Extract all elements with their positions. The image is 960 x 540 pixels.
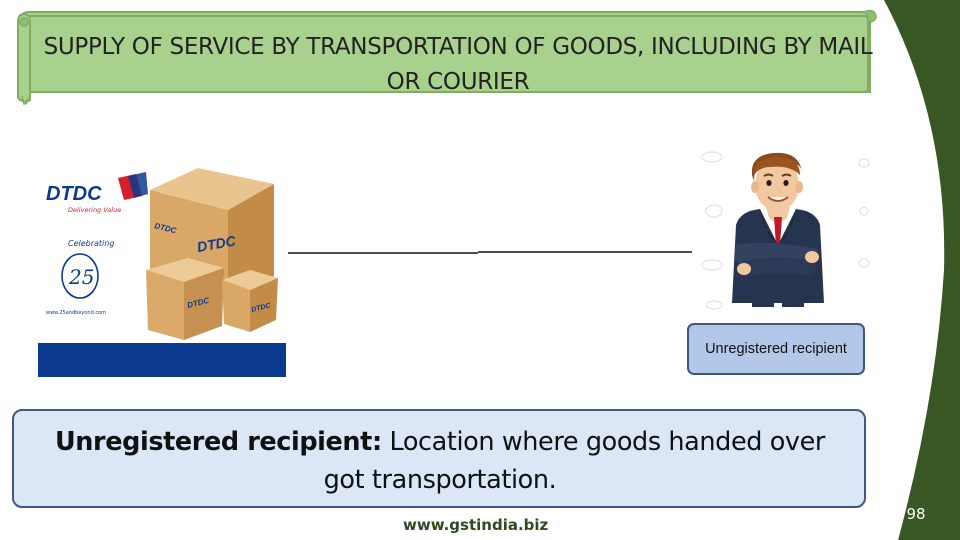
businessman-image: [700, 145, 870, 310]
title-banner: SUPPLY OF SERVICE BY TRANSPORTATION OF G…: [12, 8, 880, 106]
badge-years: 25: [68, 265, 94, 289]
dtdc-logo-text: DTDC: [46, 183, 102, 205]
info-text: Location where goods handed over got tra…: [323, 427, 826, 495]
recipient-label: Unregistered recipient: [705, 341, 847, 357]
anniversary-badge: 25: [61, 253, 99, 299]
info-term: Unregistered recipient:: [55, 427, 382, 457]
dtdc-logo: DTDC Delivering Value: [46, 172, 148, 214]
svg-text:DTDC: DTDC: [251, 302, 272, 314]
medium-box: DTDC: [146, 258, 224, 340]
celebrating-text: Celebrating: [68, 239, 114, 248]
scroll-banner-shape: [16, 9, 877, 105]
slide-title: SUPPLY OF SERVICE BY TRANSPORTATION OF G…: [43, 34, 873, 95]
transport-connector-line: [288, 251, 692, 254]
website-footer: www.gstindia.biz: [403, 516, 549, 534]
dtdc-boxes-image: DTDC Delivering Value Celebrating 25 www…: [38, 150, 286, 340]
dtdc-site: www.25andbeyond.com: [46, 310, 106, 316]
dtdc-blue-bar: [38, 343, 286, 377]
small-box: DTDC: [222, 270, 278, 332]
svg-text:DTDC: DTDC: [196, 232, 238, 255]
recipient-label-box: Unregistered recipient: [687, 323, 865, 375]
info-box: Unregistered recipient: Location where g…: [12, 409, 866, 508]
dtdc-tagline: Delivering Value: [68, 206, 121, 214]
page-number: 98: [906, 505, 926, 523]
